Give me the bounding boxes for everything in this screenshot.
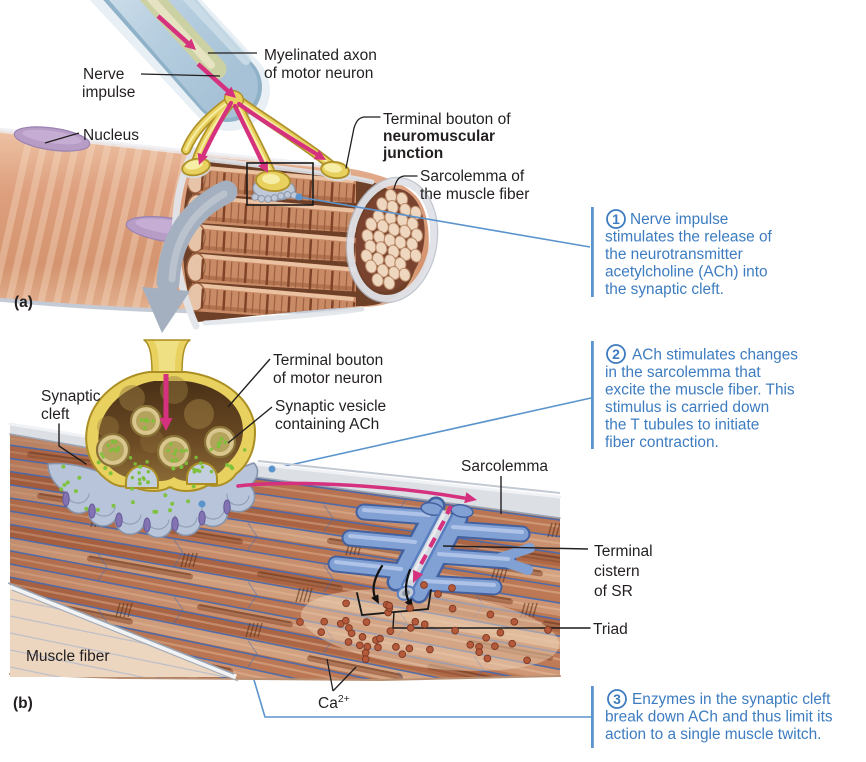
svg-text:cistern: cistern <box>594 563 640 580</box>
svg-text:stimulates the release of: stimulates the release of <box>605 229 773 246</box>
svg-text:Terminal: Terminal <box>594 543 653 560</box>
svg-text:fiber contraction.: fiber contraction. <box>605 434 719 451</box>
svg-text:excite the muscle fiber. This: excite the muscle fiber. This <box>605 382 795 399</box>
svg-text:the neurotransmitter: the neurotransmitter <box>605 246 743 263</box>
svg-text:(a): (a) <box>14 294 33 311</box>
svg-text:acetylcholine (ACh) into: acetylcholine (ACh) into <box>605 264 768 281</box>
svg-text:the synaptic cleft.: the synaptic cleft. <box>605 281 724 298</box>
svg-text:Terminal bouton: Terminal bouton <box>273 352 383 369</box>
svg-text:ACh stimulates changes: ACh stimulates changes <box>632 347 798 364</box>
svg-text:in the sarcolemma that: in the sarcolemma that <box>605 364 761 381</box>
svg-text:junction: junction <box>382 145 443 162</box>
svg-text:the T tubules to initiate: the T tubules to initiate <box>605 417 759 434</box>
svg-text:of motor neuron: of motor neuron <box>273 370 382 387</box>
svg-text:2: 2 <box>612 346 620 362</box>
svg-text:of SR: of SR <box>594 583 633 600</box>
svg-text:cleft: cleft <box>41 406 70 423</box>
svg-text:break down ACh and thus limit: break down ACh and thus limit its <box>605 709 833 726</box>
svg-text:containing ACh: containing ACh <box>275 416 379 433</box>
svg-text:Muscle fiber: Muscle fiber <box>26 648 110 665</box>
svg-text:Nerve: Nerve <box>83 66 124 83</box>
svg-text:the muscle fiber: the muscle fiber <box>420 186 529 203</box>
svg-text:stimulus is carried down: stimulus is carried down <box>605 399 769 416</box>
svg-text:action to a single muscle twit: action to a single muscle twitch. <box>605 726 821 743</box>
svg-text:3: 3 <box>613 691 621 707</box>
svg-text:of motor neuron: of motor neuron <box>264 65 373 82</box>
svg-text:Sarcolemma: Sarcolemma <box>461 458 548 475</box>
svg-text:impulse: impulse <box>82 84 135 101</box>
svg-text:Nerve impulse: Nerve impulse <box>630 211 728 228</box>
svg-text:Nucleus: Nucleus <box>83 127 139 144</box>
svg-text:neuromuscular: neuromuscular <box>383 128 495 145</box>
svg-text:Sarcolemma of: Sarcolemma of <box>420 168 525 185</box>
svg-text:Triad: Triad <box>593 621 628 638</box>
svg-text:Synaptic vesicle: Synaptic vesicle <box>275 398 386 415</box>
svg-text:Ca2+: Ca2+ <box>318 693 350 712</box>
svg-text:Myelinated axon: Myelinated axon <box>264 47 377 64</box>
svg-text:Enzymes in the synaptic cleft: Enzymes in the synaptic cleft <box>632 691 831 708</box>
svg-text:1: 1 <box>612 211 620 227</box>
svg-text:Synaptic: Synaptic <box>41 388 101 405</box>
svg-text:(b): (b) <box>13 695 33 712</box>
svg-text:Terminal bouton of: Terminal bouton of <box>383 111 511 128</box>
